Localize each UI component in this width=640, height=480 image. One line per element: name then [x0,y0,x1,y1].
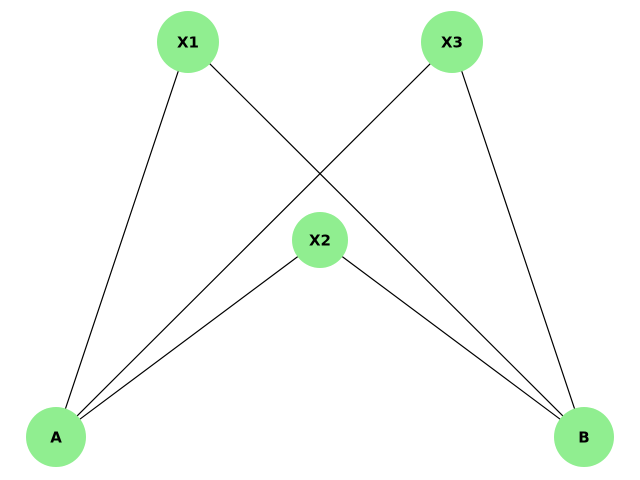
graph-edge-b-x3 [461,70,576,410]
node-circle-b[interactable] [554,407,614,467]
node-circle-a[interactable] [26,407,86,467]
graph-edge-a-x2 [79,256,299,420]
graph-edge-a-x3 [76,63,431,417]
graph-node-x1[interactable]: X1 [157,11,219,73]
graph-node-x2[interactable]: X2 [292,212,348,268]
graph-node-x3[interactable]: X3 [421,11,483,73]
graph-node-b[interactable]: B [554,407,614,467]
edges-layer [64,63,576,420]
graph-node-a[interactable]: A [26,407,86,467]
graph-edge-a-x1 [64,70,179,410]
graph-edge-b-x1 [209,63,564,417]
graph-edge-b-x2 [341,256,561,420]
node-circle-x3[interactable] [421,11,483,73]
node-circle-x2[interactable] [292,212,348,268]
node-circle-x1[interactable] [157,11,219,73]
